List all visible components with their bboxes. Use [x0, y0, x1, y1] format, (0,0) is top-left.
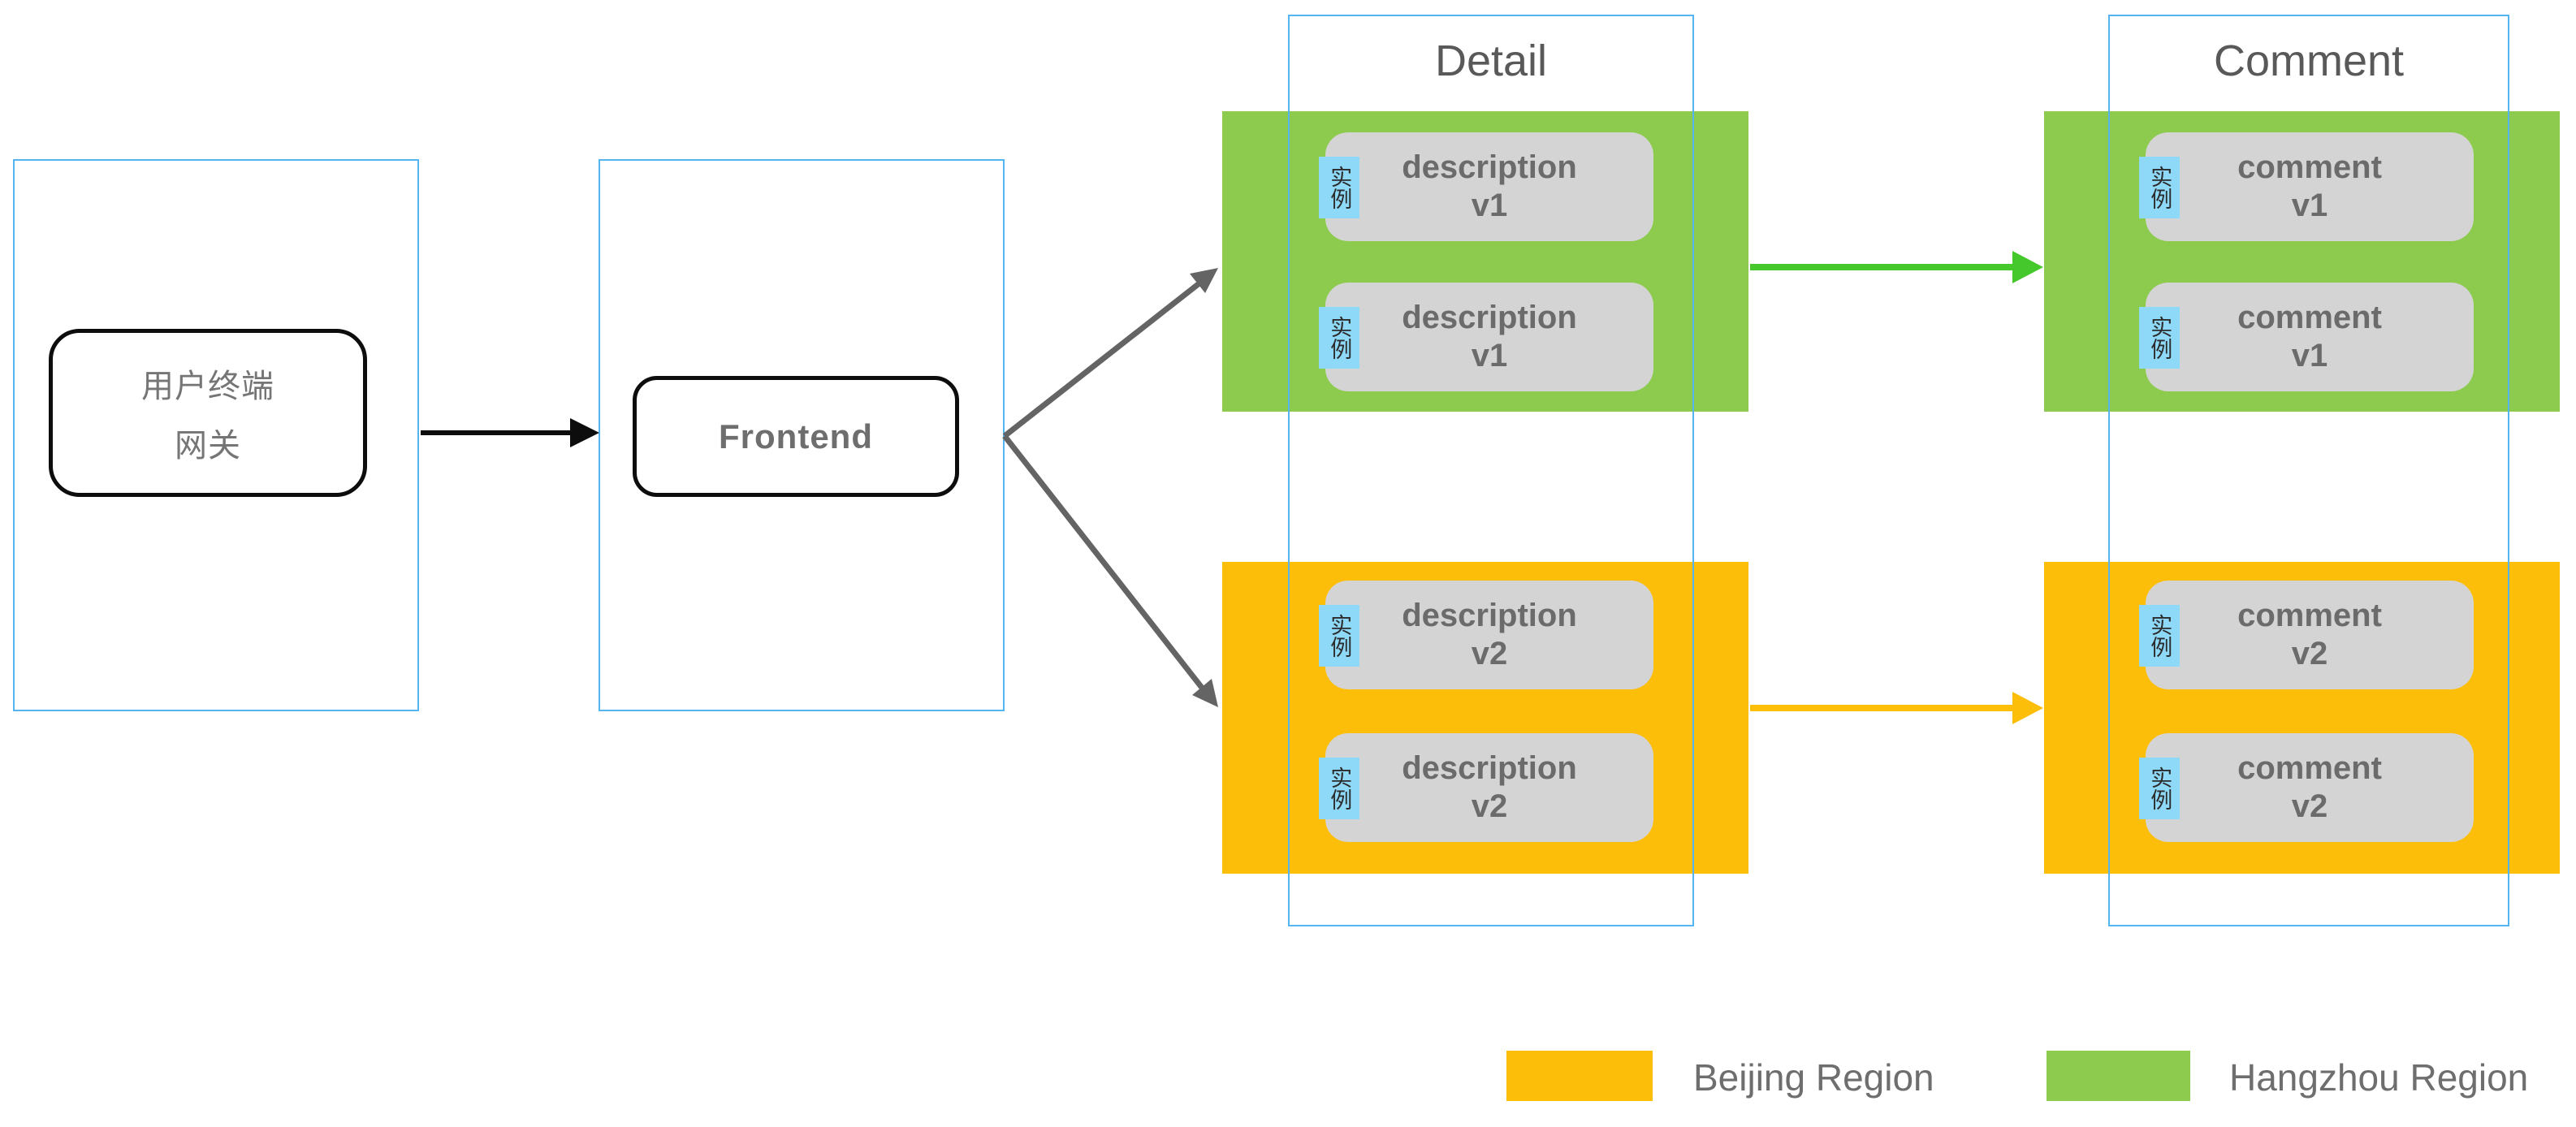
frontend-node-label: Frontend [719, 417, 873, 456]
detail-column: Detail [1288, 15, 1694, 926]
card-line2: v1 [1471, 338, 1508, 374]
instance-tag: 实例 [2139, 307, 2180, 369]
arrow-frontend-to-detail-v2 [1002, 434, 1218, 707]
card-line1: description [1402, 149, 1577, 186]
comment-column: Comment [2108, 15, 2509, 926]
card-line1: description [1402, 598, 1577, 634]
instance-tag: 实例 [1319, 157, 1359, 218]
detail-column-title: Detail [1434, 37, 1548, 85]
arrow-detail-to-comment-v2 [1750, 692, 2043, 724]
instance-tag: 实例 [1319, 605, 1359, 667]
card-line1: comment [2237, 300, 2382, 336]
user-gateway-node-line2: 网关 [175, 428, 241, 464]
card-line2: v2 [2291, 636, 2328, 671]
legend-swatch-hangzhou [2047, 1051, 2190, 1101]
card-line2: v2 [2291, 788, 2328, 824]
card-line2: v2 [1471, 788, 1508, 824]
card-line1: comment [2237, 598, 2382, 634]
user-gateway-container [13, 159, 419, 711]
card-line1: comment [2237, 149, 2382, 186]
arrow-frontend-to-detail-v1 [1002, 268, 1218, 438]
frontend-node: Frontend [633, 376, 959, 497]
arrow-user-to-frontend [421, 418, 599, 447]
arrow-detail-to-comment-v1 [1750, 251, 2043, 283]
instance-tag: 实例 [2139, 605, 2180, 667]
legend-label-beijing: Beijing Region [1693, 1056, 1934, 1099]
user-gateway-node-line1: 用户终端 [141, 369, 274, 404]
card-line1: description [1402, 750, 1577, 787]
card-line2: v1 [2291, 188, 2328, 223]
user-gateway-node: 用户终端 网关 [49, 329, 367, 497]
comment-column-title: Comment [2213, 37, 2405, 85]
card-line2: v2 [1471, 636, 1508, 671]
instance-tag: 实例 [2139, 758, 2180, 819]
instance-tag: 实例 [1319, 758, 1359, 819]
card-line1: comment [2237, 750, 2382, 787]
card-line2: v1 [2291, 338, 2328, 374]
legend-label-hangzhou: Hangzhou Region [2229, 1056, 2529, 1099]
instance-tag: 实例 [2139, 157, 2180, 218]
legend-swatch-beijing [1506, 1051, 1653, 1101]
instance-tag: 实例 [1319, 307, 1359, 369]
card-line2: v1 [1471, 188, 1508, 223]
card-line1: description [1402, 300, 1577, 336]
